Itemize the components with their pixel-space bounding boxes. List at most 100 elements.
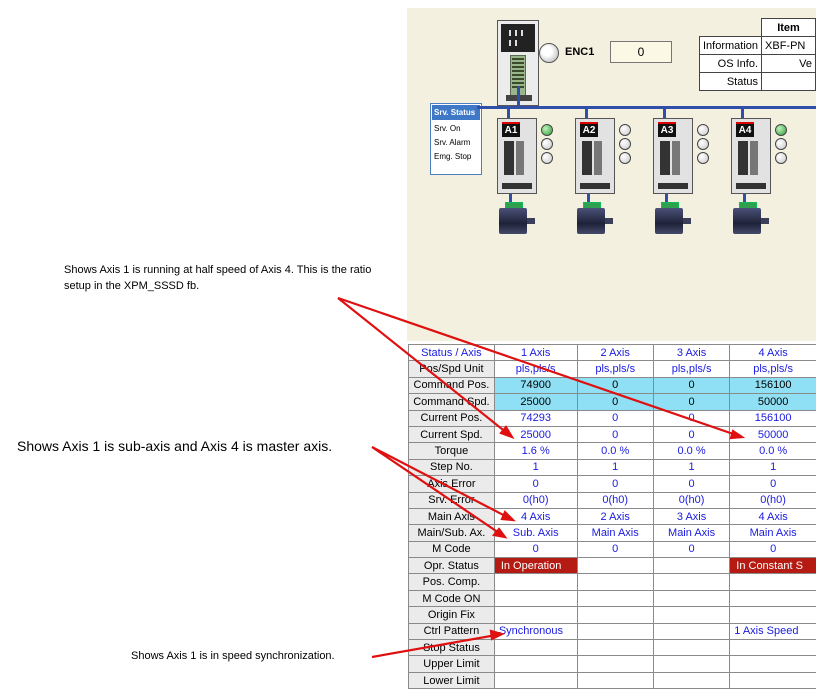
row-label: Main Axis (408, 507, 495, 526)
table-cell (729, 589, 816, 608)
encoder-knob-icon[interactable] (539, 43, 559, 63)
table-cell: 0 (576, 376, 654, 395)
status-lamp-icon (541, 138, 553, 150)
table-cell: 0 (652, 376, 731, 395)
legend-item-emg-stop: Emg. Stop (434, 152, 472, 161)
table-cell (576, 606, 654, 624)
info-value: Ve (761, 54, 816, 73)
status-lamp-icon (697, 138, 709, 150)
info-label: OS Info. (698, 54, 763, 73)
table-row: Lower Limit (408, 671, 816, 690)
table-cell (652, 639, 731, 657)
row-label: Ctrl Pattern (408, 622, 495, 641)
annotation-half-speed: Shows Axis 1 is running at half speed of… (64, 264, 372, 292)
status-lamp-icon (697, 124, 709, 136)
table-cell (493, 639, 578, 657)
table-cell: 1 Axis Speed (729, 622, 816, 641)
status-lamp-icon (541, 124, 553, 136)
table-cell (652, 655, 731, 673)
table-cell: 0 (652, 409, 731, 427)
servo-drive-icon[interactable]: A3 (653, 118, 693, 194)
plc-bus-drop (517, 86, 520, 108)
plc-module-icon (497, 20, 539, 106)
table-cell (493, 573, 578, 591)
table-cell: 0 (652, 393, 731, 411)
servo-drive-icon[interactable]: A2 (575, 118, 615, 194)
info-label: Information (698, 36, 763, 55)
servo-motor-icon (655, 202, 691, 236)
table-cell: 1.6 % (493, 442, 578, 460)
servo-motor-icon (499, 202, 535, 236)
table-cell (576, 589, 654, 608)
table-cell: Synchronous (493, 622, 578, 641)
table-row: Pos. Comp. (408, 573, 816, 591)
motor-cable (665, 194, 668, 204)
table-cell: 0 (652, 540, 731, 559)
annotation-speed-sync: Shows Axis 1 is in speed synchronization… (131, 650, 335, 662)
table-cell: 0 (576, 409, 654, 427)
table-cell (576, 655, 654, 673)
row-label: Lower Limit (408, 671, 495, 690)
table-cell: 0 (493, 540, 578, 559)
table-cell: In Constant S (729, 557, 816, 575)
table-cell: 74293 (493, 409, 578, 427)
table-cell: 0 (576, 540, 654, 559)
table-cell: pls,pls/s (576, 360, 654, 378)
table-cell (729, 573, 816, 591)
servo-drive-icon[interactable]: A1 (497, 118, 537, 194)
servo-drive-icon[interactable]: A4 (731, 118, 771, 194)
table-cell: pls,pls/s (729, 360, 816, 378)
table-cell: 0.0 % (729, 442, 816, 460)
table-cell: 0 (729, 540, 816, 559)
row-label: Pos/Spd Unit (408, 360, 495, 378)
row-label: Origin Fix (408, 606, 495, 624)
motor-cable (743, 194, 746, 204)
table-cell (729, 639, 816, 657)
bus-drop (585, 106, 588, 122)
bus-drop (507, 106, 510, 122)
status-lamp-icon (619, 124, 631, 136)
row-label: Opr. Status (408, 557, 495, 575)
table-cell: In Operation (493, 557, 578, 575)
table-cell: Main Axis (729, 524, 816, 542)
status-lamp-icon (775, 124, 787, 136)
column-header: 1 Axis (493, 343, 578, 362)
row-label: M Code ON (408, 589, 495, 608)
table-cell: 2 Axis (576, 507, 654, 526)
table-cell: pls,pls/s (652, 360, 731, 378)
row-label: Axis Error (408, 475, 495, 493)
table-cell (652, 557, 731, 575)
table-cell (493, 589, 578, 608)
drive-tag: A4 (736, 122, 754, 137)
status-lamp-icon (697, 152, 709, 164)
table-cell: 25000 (493, 425, 578, 444)
table-row: Upper Limit (408, 655, 816, 673)
row-label: M Code (408, 540, 495, 559)
table-cell (576, 557, 654, 575)
table-row: Origin Fix (408, 606, 816, 624)
drive-tag: A1 (502, 122, 520, 137)
network-bus-line (477, 106, 816, 109)
servo-motor-icon (733, 202, 769, 236)
table-cell (493, 671, 578, 690)
table-cell: 4 Axis (729, 507, 816, 526)
row-label: Step No. (408, 458, 495, 477)
table-cell: 0 (576, 475, 654, 493)
table-row: M Code ON (408, 589, 816, 608)
row-label: Current Spd. (408, 425, 495, 444)
motor-cable (587, 194, 590, 204)
column-header: 2 Axis (576, 343, 654, 362)
motor-cable (509, 194, 512, 204)
table-cell: 3 Axis (652, 507, 731, 526)
row-label: Command Pos. (408, 376, 495, 395)
table-cell: 156100 (729, 376, 816, 395)
table-cell: 25000 (493, 393, 578, 411)
